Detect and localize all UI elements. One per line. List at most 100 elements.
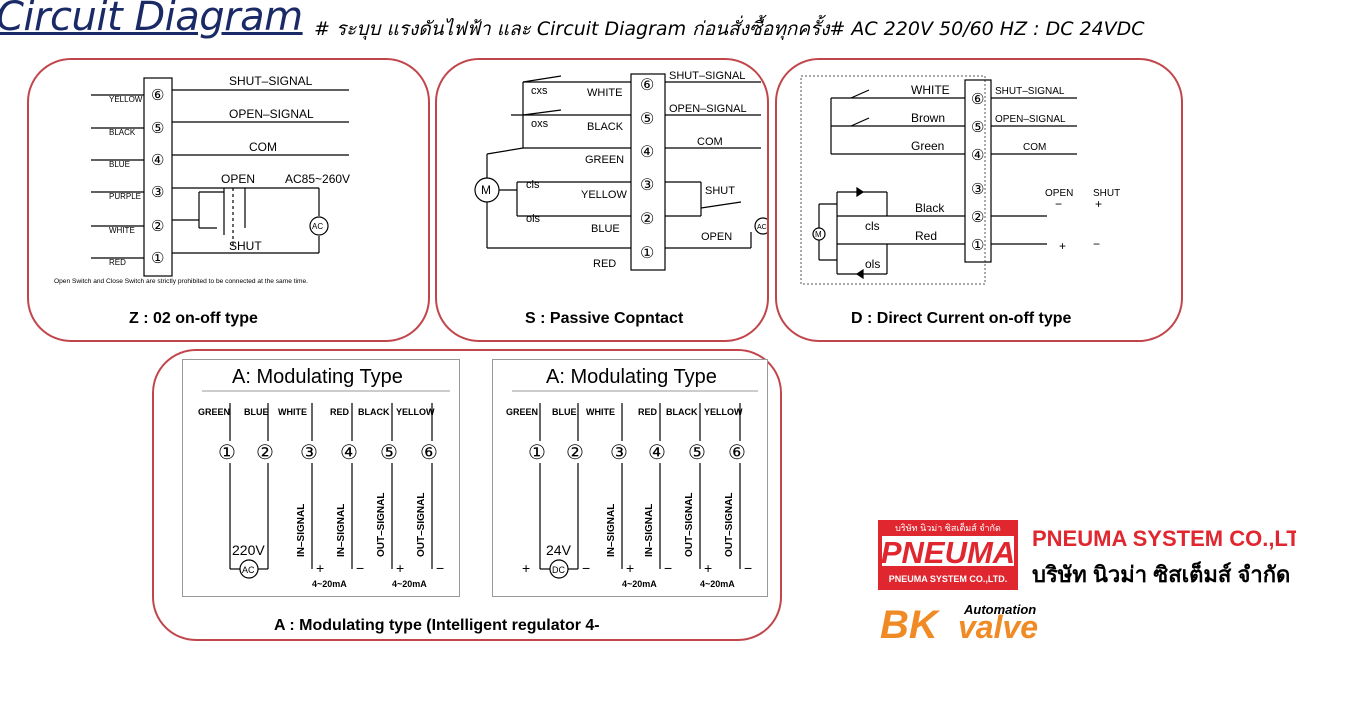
- pneuma-logo: บริษัท นิวม่า ซิสเต็มส์ จำกัด PNEUMA PNE…: [878, 520, 1322, 647]
- wire-label: RED: [593, 258, 616, 270]
- wire-label: Brown: [911, 111, 945, 125]
- out-signal-label: OUT–SIGNAL: [684, 493, 695, 557]
- voltage-label: AC85~260V: [285, 172, 350, 186]
- signal-label: SHUT–SIGNAL: [229, 74, 313, 88]
- diagram-s: cxs oxs cls ols M WHITE BLACK GREEN YELL…: [474, 70, 767, 271]
- wire-label: Red: [915, 229, 937, 243]
- terminal-number: ①: [151, 250, 164, 267]
- caption-z: Z : 02 on-off type: [129, 310, 258, 327]
- minus-sign: −: [436, 560, 444, 576]
- terminal-number: ②: [566, 442, 584, 464]
- terminal-number: ④: [971, 147, 984, 164]
- ac-source-icon: AC: [757, 224, 767, 231]
- ac-source-icon: AC: [312, 222, 323, 231]
- terminal-number: ④: [648, 442, 666, 464]
- wire-label: RED: [638, 407, 658, 417]
- diagram-z: YELLOW BLACK BLUE PURPLE WHITE RED ⑥ ⑤ ④…: [54, 74, 350, 285]
- wire-label: Black: [915, 201, 945, 215]
- wire-label: PURPLE: [109, 192, 141, 201]
- wire-label: BLUE: [591, 223, 620, 235]
- wire-label: WHITE: [109, 226, 135, 235]
- modulating-title: A: Modulating Type: [232, 366, 403, 388]
- wire-label: YELLOW: [396, 407, 435, 417]
- signal-label: COM: [1023, 142, 1046, 153]
- signal-label: SHUT–SIGNAL: [669, 70, 745, 82]
- panel-z-on-off: YELLOW BLACK BLUE PURPLE WHITE RED ⑥ ⑤ ④…: [27, 58, 430, 342]
- current-range: 4~20mA: [392, 579, 427, 589]
- plus-sign: +: [316, 560, 324, 576]
- motor-icon: M: [815, 230, 822, 239]
- cxs-label: cxs: [531, 85, 548, 97]
- diagram-d: WHITE Brown Green Black Red cls ols M ⑥ …: [800, 75, 1120, 285]
- bk-mark: BK: [880, 603, 941, 646]
- wire-label: BLACK: [109, 128, 136, 137]
- wire-label: YELLOW: [581, 189, 627, 201]
- signal-label: OPEN–SIGNAL: [229, 107, 314, 121]
- plus-sign: +: [1059, 239, 1066, 253]
- voltage-label: 24V: [546, 542, 572, 558]
- caption-a: A : Modulating type (Intelligent regulat…: [274, 617, 600, 634]
- caption-d: D : Direct Current on-off type: [851, 310, 1072, 327]
- signal-label: COM: [249, 140, 277, 154]
- terminal-number: ⑤: [151, 120, 164, 137]
- terminal-number: ④: [340, 442, 358, 464]
- wire-label: BLACK: [587, 121, 624, 133]
- company-logo: บริษัท นิวม่า ซิสเต็มส์ จำกัด PNEUMA PNE…: [876, 516, 1322, 647]
- ac-source-icon: AC: [242, 565, 255, 575]
- caption-s: S : Passive Copntact: [525, 310, 684, 327]
- minus-sign: −: [664, 560, 672, 576]
- minus-sign: −: [1093, 237, 1100, 251]
- terminal-number: ①: [971, 237, 984, 254]
- wire-label: WHITE: [587, 87, 622, 99]
- terminal-number: ⑥: [640, 77, 654, 94]
- wire-label: GREEN: [198, 407, 230, 417]
- ols-label: ols: [526, 213, 541, 225]
- out-signal-label: OUT–SIGNAL: [724, 493, 735, 557]
- warning-note: Open Switch and Close Switch are strictl…: [54, 278, 308, 285]
- shut-label: SHUT: [705, 185, 735, 197]
- in-signal-label: IN–SIGNAL: [296, 504, 307, 557]
- terminal-number: ①: [528, 442, 546, 464]
- ols-label: ols: [865, 257, 880, 271]
- signal-label: OPEN–SIGNAL: [995, 114, 1066, 125]
- current-range: 4~20mA: [700, 579, 735, 589]
- terminal-number: ②: [640, 211, 654, 228]
- wire-label: WHITE: [586, 407, 615, 417]
- plus-sign: +: [396, 560, 404, 576]
- terminal-number: ③: [300, 442, 318, 464]
- panel-s-passive: cxs oxs cls ols M WHITE BLACK GREEN YELL…: [435, 58, 769, 342]
- in-signal-label: IN–SIGNAL: [606, 504, 617, 557]
- wire-label: BLACK: [666, 407, 698, 417]
- terminal-number: ⑤: [688, 442, 706, 464]
- signal-label: COM: [697, 136, 723, 148]
- shut-label: SHUT: [1093, 188, 1120, 199]
- terminal-number: ③: [151, 184, 164, 201]
- wire-label: BLUE: [244, 407, 269, 417]
- voltage-label: 220V: [232, 542, 265, 558]
- wire-label: BLUE: [552, 407, 577, 417]
- panel-d-dc: WHITE Brown Green Black Red cls ols M ⑥ …: [775, 58, 1183, 342]
- terminal-number: ②: [256, 442, 274, 464]
- minus-sign: −: [582, 560, 590, 576]
- current-range: 4~20mA: [622, 579, 657, 589]
- plus-sign: +: [1095, 197, 1102, 211]
- terminal-number: ①: [218, 442, 236, 464]
- terminal-number: ④: [151, 152, 164, 169]
- wire-label: BLACK: [358, 407, 390, 417]
- terminal-number: ⑤: [971, 119, 984, 136]
- automation-label: Automation: [963, 602, 1036, 617]
- terminal-number: ⑥: [151, 87, 164, 104]
- diagram-a-left: A: Modulating Type GREEN BLUE WHITE RED …: [182, 359, 460, 597]
- signal-label: SHUT–SIGNAL: [995, 86, 1065, 97]
- logo-brand-sub: PNEUMA SYSTEM CO.,LTD.: [889, 574, 1008, 584]
- terminal-number: ④: [640, 144, 654, 161]
- diagram-a-right: A: Modulating Type GREEN BLUE WHITE RED …: [492, 359, 768, 597]
- out-signal-label: OUT–SIGNAL: [376, 493, 387, 557]
- page-subtitle: # ระบุบ แรงดันไฟฟ้า และ Circuit Diagram …: [314, 18, 1145, 40]
- terminal-number: ⑤: [640, 111, 654, 128]
- minus-sign: −: [1055, 197, 1062, 211]
- logo-thai-small: บริษัท นิวม่า ซิสเต็มส์ จำกัด: [895, 521, 1001, 533]
- wire-label: GREEN: [585, 154, 624, 166]
- terminal-number: ③: [971, 181, 984, 198]
- wire-label: WHITE: [278, 407, 307, 417]
